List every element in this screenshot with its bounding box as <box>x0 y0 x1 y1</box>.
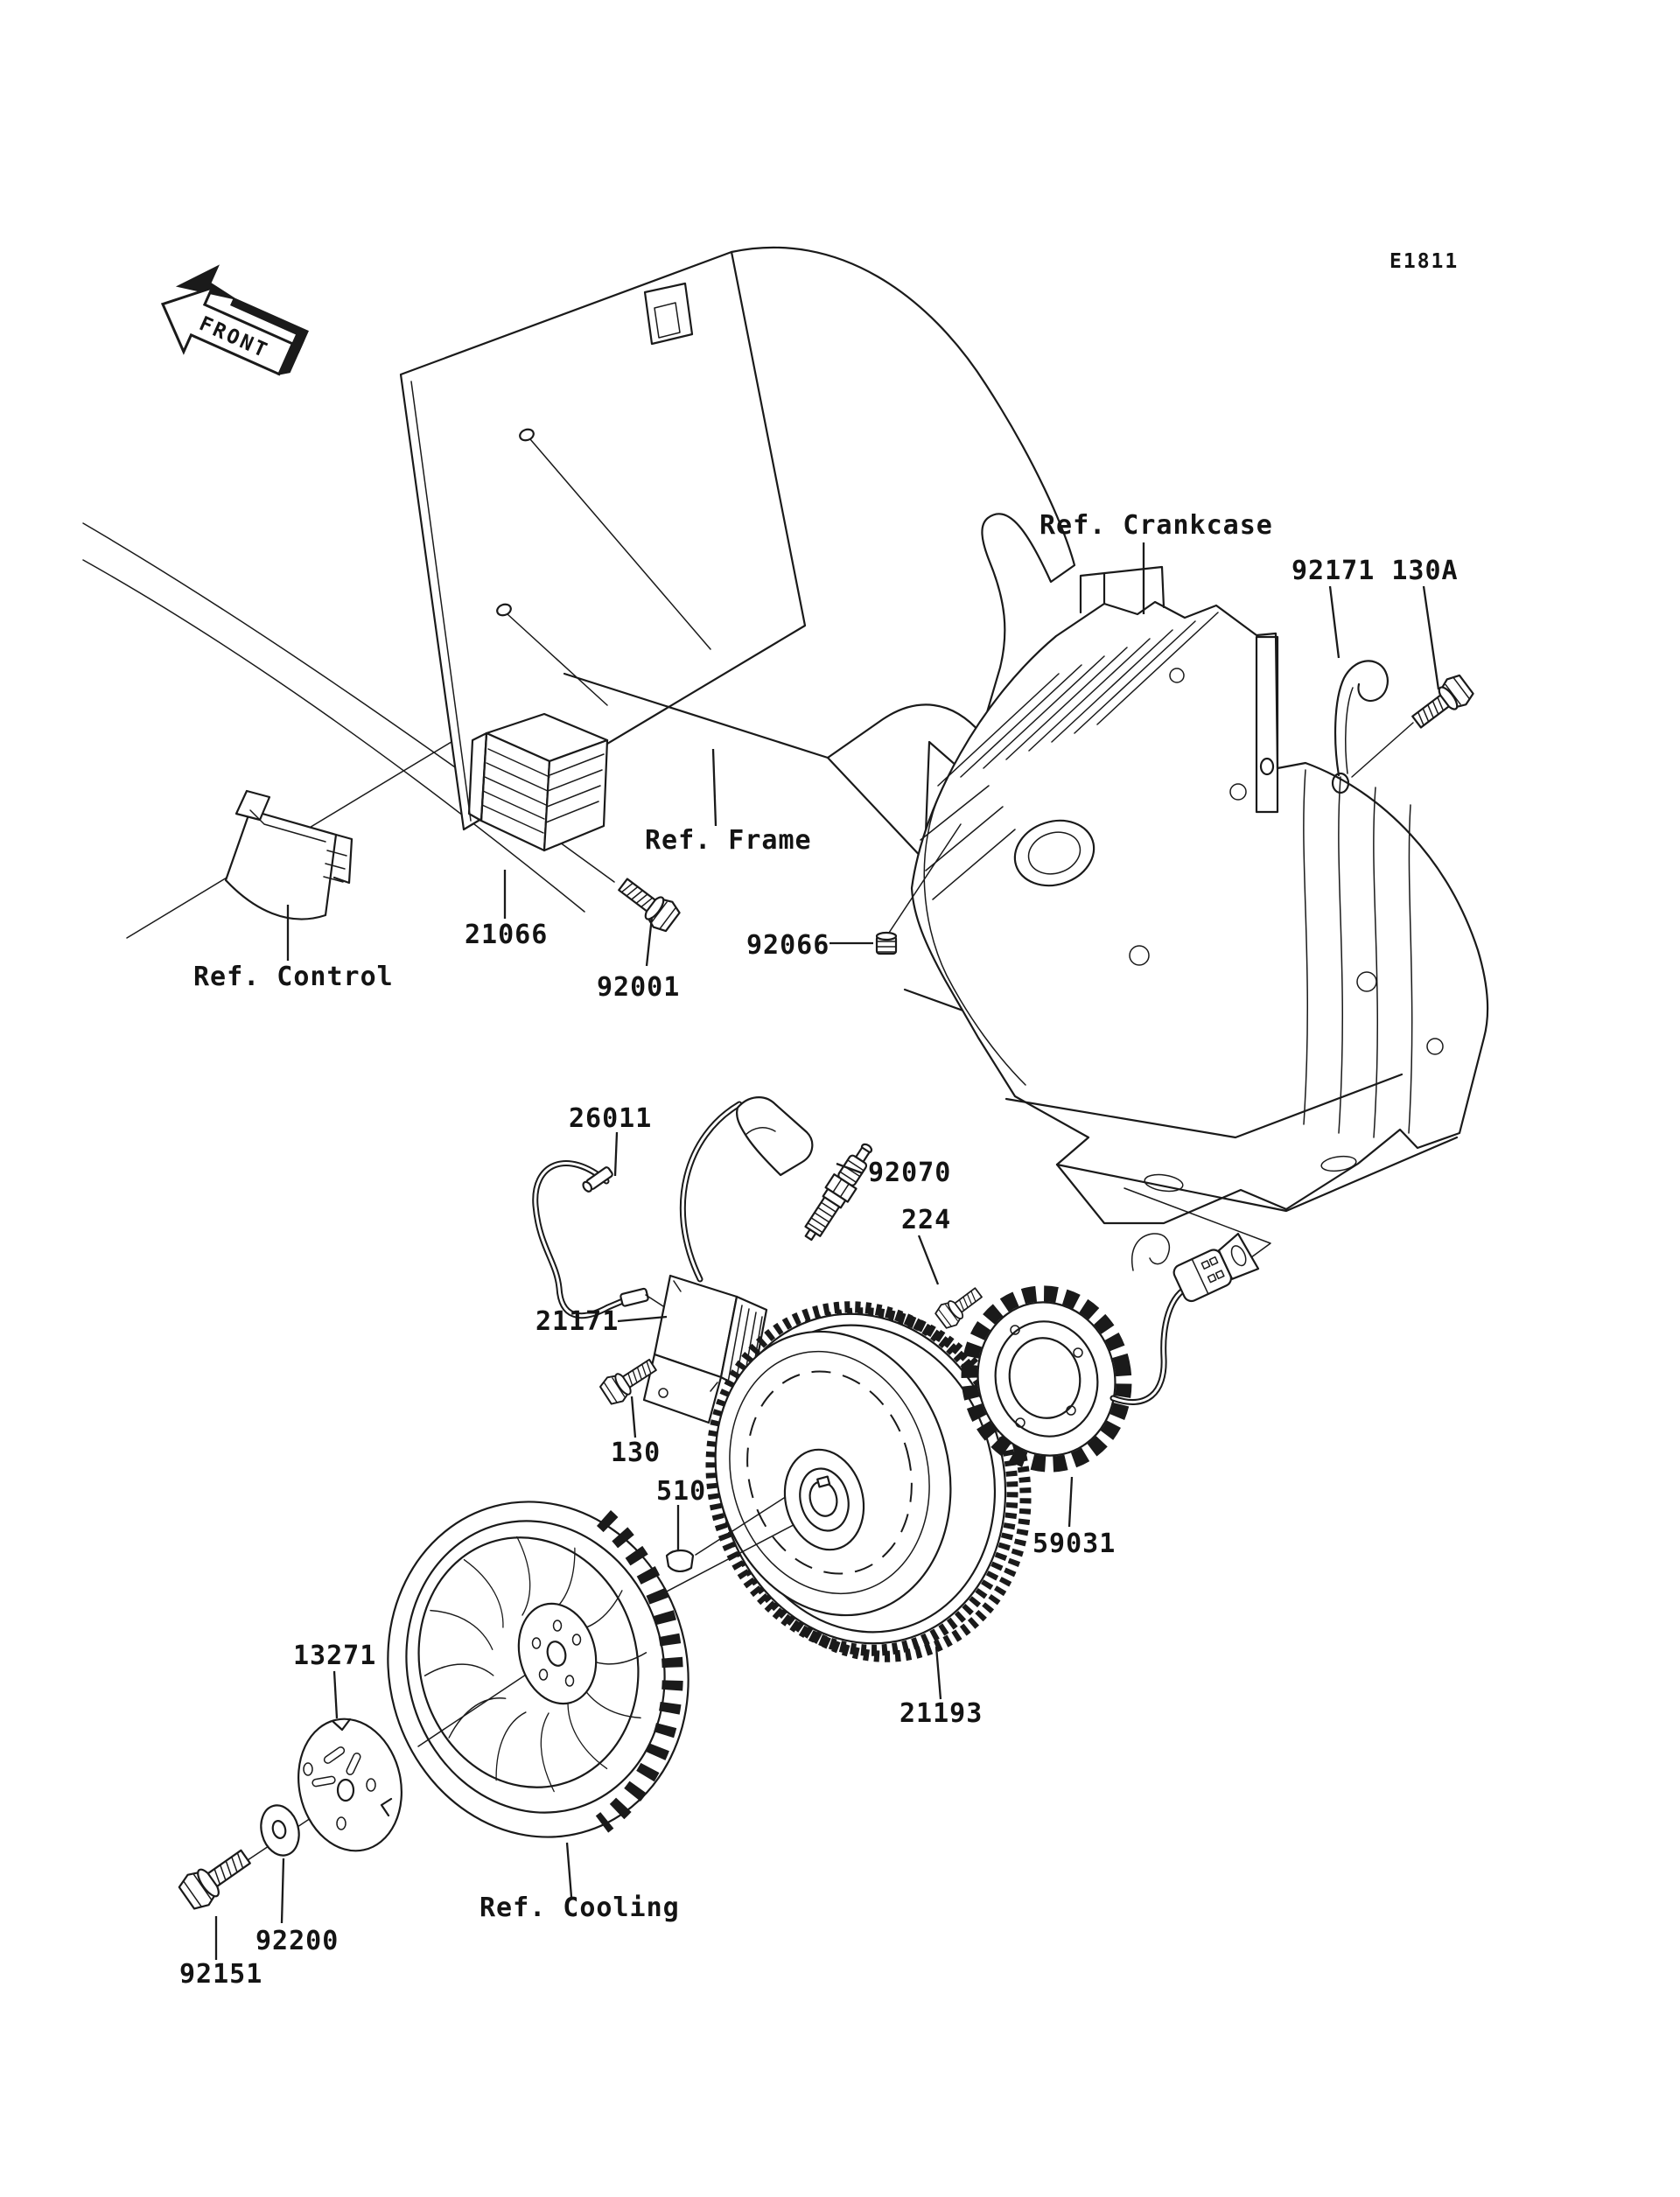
crankcase-part <box>910 565 1489 1225</box>
bolt-92151 <box>178 1849 251 1910</box>
leader-ref-frame <box>711 748 718 827</box>
label-clip-and-bolt: 92171 130A <box>1292 556 1459 586</box>
relay-part <box>224 789 354 920</box>
front-arrow: FRONT <box>160 264 309 376</box>
fan-hub <box>517 1602 598 1705</box>
lead-wire-26011 <box>532 1160 664 1319</box>
bolt-130a <box>1411 674 1474 729</box>
plate-13271 <box>298 1718 402 1852</box>
label-stator: 59031 <box>1032 1529 1116 1559</box>
ignition-coil-21171 <box>642 1096 814 1424</box>
leader-92171 <box>1328 585 1340 659</box>
bolt-92001 <box>618 878 681 933</box>
label-washer: 92200 <box>256 1926 339 1956</box>
leader-13271 <box>332 1670 339 1719</box>
label-regulator: 21066 <box>465 920 548 950</box>
woodruff-key-510 <box>665 1549 695 1572</box>
clip-92171 <box>1331 660 1389 794</box>
bolt-224 <box>934 1287 983 1329</box>
bolt-130 <box>599 1358 657 1405</box>
leader-21171 <box>617 1315 668 1323</box>
label-spark-plug: 92070 <box>868 1158 951 1188</box>
spark-plug-92070 <box>804 1143 873 1242</box>
cooling-fan <box>387 1501 690 1838</box>
label-ref-cooling: Ref. Cooling <box>480 1893 680 1923</box>
leader-ref-cooling <box>565 1842 573 1898</box>
label-pan-screw: 224 <box>901 1205 951 1235</box>
stator-59031 <box>961 1187 1271 1473</box>
flywheel-21193 <box>705 1301 1032 1662</box>
label-lead-wire: 26011 <box>569 1103 652 1134</box>
leader-26011 <box>613 1131 619 1177</box>
stator-connector <box>1172 1232 1260 1303</box>
label-key: 510 <box>656 1476 706 1507</box>
leader-92001 <box>645 916 654 967</box>
label-flange-bolt: 92151 <box>179 1959 262 1990</box>
label-damper: 92066 <box>746 930 830 961</box>
flywheel-hub <box>783 1448 865 1551</box>
leader-21193 <box>934 1646 942 1700</box>
regulator-part <box>467 712 609 852</box>
label-ref-frame: Ref. Frame <box>645 825 812 856</box>
label-flywheel: 21193 <box>900 1698 983 1729</box>
label-plate: 13271 <box>293 1641 376 1671</box>
label-ref-control: Ref. Control <box>193 962 394 992</box>
washer-92200 <box>260 1804 300 1857</box>
leader-lines <box>214 542 1440 1960</box>
grommet-92066 <box>875 823 962 955</box>
leader-130a <box>1422 585 1440 690</box>
label-regulator-bolt: 92001 <box>597 972 680 1003</box>
leader-130 <box>630 1396 637 1438</box>
diagram-code: E1811 <box>1390 250 1459 273</box>
label-ref-crankcase: Ref. Crankcase <box>1040 510 1273 541</box>
leader-224 <box>917 1235 940 1285</box>
leader-92070 <box>836 1162 864 1175</box>
label-coil-bolt: 130 <box>611 1438 661 1468</box>
clip-bolt-line <box>1351 722 1414 778</box>
leader-92200 <box>280 1858 285 1924</box>
leader-59031 <box>1068 1476 1074 1528</box>
label-ignition-coil: 21171 <box>536 1306 619 1337</box>
